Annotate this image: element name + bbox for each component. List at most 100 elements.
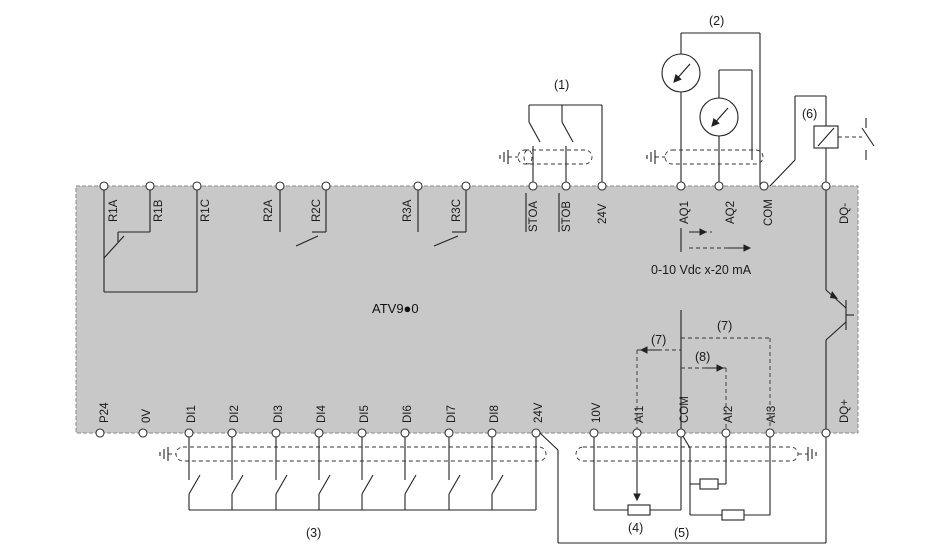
- callout-5: (5): [674, 526, 689, 540]
- terminal-ai2: [721, 428, 731, 438]
- terminal-stob: [561, 181, 571, 191]
- potentiometer-icon: [627, 504, 651, 516]
- terminal-10v: [589, 428, 599, 438]
- terminal-com-bottom: [676, 428, 686, 438]
- terminal-label-di6: DI6: [402, 405, 414, 423]
- ground-icon: [646, 150, 656, 164]
- terminal-r2a: [275, 181, 285, 191]
- terminal-label-di8: DI8: [489, 405, 501, 423]
- terminal-ai3: [765, 428, 775, 438]
- relay-r3-contacts: [417, 186, 467, 247]
- callout-1: (1): [554, 78, 569, 92]
- terminal-label-ai2: AI2: [723, 406, 735, 423]
- terminal-label-dq-minus: DQ-: [839, 203, 851, 224]
- terminal-di2: [227, 428, 237, 438]
- terminal-r2c: [321, 181, 331, 191]
- digital-input-wiring: [168, 433, 547, 511]
- terminal-label-di2: DI2: [229, 405, 241, 423]
- analog-input-ranges: [636, 310, 771, 433]
- relay-r1-contacts: [103, 186, 198, 293]
- terminal-label-r3c: R3C: [451, 199, 463, 222]
- ground-icon: [499, 150, 509, 164]
- terminal-label-aq2: AQ2: [725, 201, 737, 224]
- terminal-label-aq1: AQ1: [679, 201, 691, 224]
- analog-output-circuit: [655, 32, 764, 252]
- terminal-r3c: [461, 181, 471, 191]
- callout-2: (2): [709, 14, 724, 28]
- terminal-24v-bottom: [531, 428, 541, 438]
- callout-4: (4): [628, 521, 643, 535]
- terminal-stoa: [528, 181, 538, 191]
- terminal-aq1: [676, 181, 686, 191]
- terminal-label-di5: DI5: [359, 405, 371, 423]
- terminal-dq-plus: [821, 428, 831, 438]
- meter-icon: [699, 97, 739, 137]
- terminal-label-24v-bottom: 24V: [533, 402, 545, 423]
- terminal-label-10v: 10V: [591, 402, 603, 423]
- resistor-icon: [699, 478, 719, 490]
- sto-safety-circuit: [508, 104, 603, 186]
- terminal-di7: [444, 428, 454, 438]
- terminal-label-di1: DI1: [186, 405, 198, 423]
- terminal-label-r2c: R2C: [311, 199, 323, 222]
- terminal-di5: [357, 428, 367, 438]
- terminal-aq2: [714, 181, 724, 191]
- terminal-r1a: [99, 181, 109, 191]
- terminal-ai1: [632, 428, 642, 438]
- terminal-di8: [487, 428, 497, 438]
- top-terminal-labels: R1A R1B R1C R2A R2C R3A R3C STOA STOB 24…: [108, 199, 851, 232]
- ground-icon: [807, 447, 817, 461]
- analog-input-wiring: [575, 432, 808, 516]
- terminal-r3a: [413, 181, 423, 191]
- terminal-label-ai1: AI1: [634, 406, 646, 423]
- callout-7a: (7): [651, 333, 666, 347]
- terminal-di1: [184, 428, 194, 438]
- relay-coil-circuit: [769, 95, 875, 187]
- terminal-label-stob: STOB: [561, 201, 573, 232]
- terminal-dq-minus: [821, 181, 831, 191]
- relay-r2-contacts: [279, 186, 327, 247]
- dq-loop-wiring: [539, 432, 827, 544]
- relay-coil-icon: [813, 125, 839, 149]
- terminal-24v-top: [597, 181, 607, 191]
- terminal-label-r3a: R3A: [402, 199, 414, 222]
- terminal-label-com-bottom: COM: [679, 396, 691, 423]
- drive-title: ATV9●0: [372, 301, 419, 316]
- ground-icon: [159, 447, 169, 461]
- terminal-label-p24: P24: [99, 402, 111, 423]
- terminal-label-stoa: STOA: [528, 201, 540, 232]
- terminal-label-di4: DI4: [316, 405, 328, 424]
- terminal-label-dq-plus: DQ+: [839, 399, 851, 423]
- resistor-icon: [721, 509, 745, 521]
- bottom-terminal-labels: P24 0V DI1 DI2 DI3 DI4 DI5 DI6 DI7 DI8 2…: [99, 396, 851, 423]
- callout-3: (3): [306, 526, 321, 540]
- terminal-label-com-top: COM: [763, 199, 775, 226]
- callout-6: (6): [802, 107, 817, 121]
- terminal-label-r2a: R2A: [263, 199, 275, 222]
- terminal-label-r1c: R1C: [200, 199, 212, 222]
- terminal-di4: [314, 428, 324, 438]
- meter-icon: [661, 53, 701, 93]
- terminal-label-r1b: R1B: [153, 199, 165, 222]
- terminal-0v: [138, 428, 148, 438]
- terminal-label-24v-top: 24V: [597, 203, 609, 224]
- terminal-label-0v: 0V: [141, 409, 153, 423]
- terminal-label-ai3: AI3: [766, 406, 778, 423]
- terminal-label-di7: DI7: [446, 405, 458, 423]
- analog-output-note: 0-10 Vdc x-20 mA: [651, 263, 752, 277]
- terminal-r1c: [192, 181, 202, 191]
- bottom-terminals: [95, 428, 831, 438]
- drive-body: [75, 185, 859, 434]
- terminal-di6: [400, 428, 410, 438]
- callout-7b: (7): [717, 319, 732, 333]
- terminal-label-r1a: R1A: [108, 199, 120, 222]
- callout-8: (8): [695, 350, 710, 364]
- terminal-label-di3: DI3: [273, 405, 285, 423]
- terminal-p24: [95, 428, 105, 438]
- transistor-icon: [825, 186, 854, 433]
- terminal-r1b: [145, 181, 155, 191]
- terminal-di3: [271, 428, 281, 438]
- top-terminals: [99, 181, 831, 191]
- terminal-com-top: [759, 181, 769, 191]
